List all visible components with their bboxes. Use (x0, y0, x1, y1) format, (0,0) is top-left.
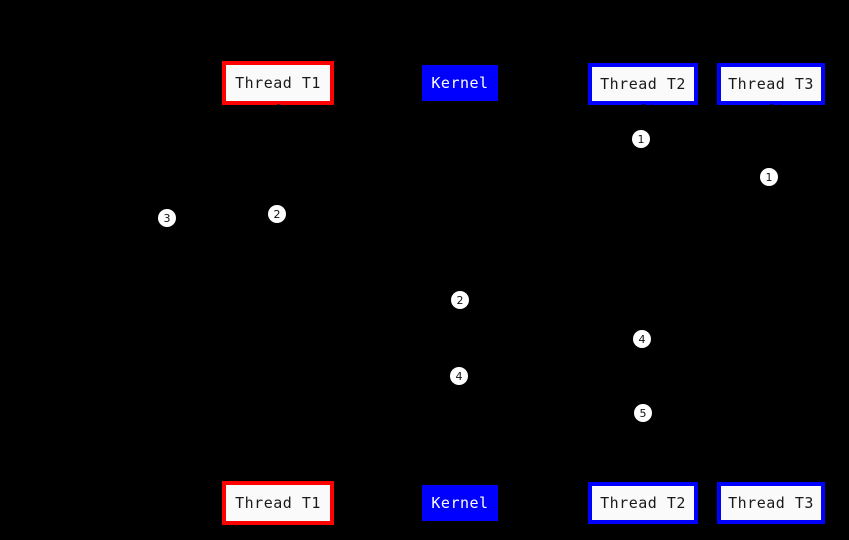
participant-foot-thread-t2[interactable]: Thread T2 (588, 482, 698, 524)
lifeline-anchor-dot-t3 (770, 104, 773, 107)
participant-foot-kernel[interactable]: Kernel (422, 485, 498, 521)
lifeline-thread-t1 (278, 105, 279, 481)
message-arrow-2 (278, 214, 460, 215)
sequence-marker-number: 1 (765, 170, 773, 184)
sequence-marker-number: 1 (637, 132, 645, 146)
sequence-marker-kernel-4: 4 (450, 367, 468, 385)
participant-label-kernel: Kernel (431, 73, 489, 92)
lifeline-thread-t3 (771, 105, 772, 482)
participant-foot-label-thread-t1: Thread T1 (235, 493, 321, 512)
message-arrow-4 (459, 376, 643, 377)
sequence-marker-number: 5 (639, 406, 647, 420)
sequence-marker-t2-4: 4 (633, 330, 651, 348)
lifeline-anchor-dot-t2 (642, 104, 645, 107)
sequence-marker-t2-1: 1 (632, 130, 650, 148)
message-arrow-5 (460, 300, 643, 301)
participant-foot-label-thread-t3: Thread T3 (728, 493, 814, 512)
participant-label-thread-t3: Thread T3 (728, 74, 814, 93)
sequence-marker-number: 4 (455, 369, 463, 383)
participant-head-thread-t3[interactable]: Thread T3 (717, 63, 825, 105)
message-arrow-1 (643, 139, 771, 140)
sequence-marker-t1-2: 2 (268, 205, 286, 223)
participant-head-thread-t2[interactable]: Thread T2 (588, 63, 698, 105)
participant-head-thread-t1[interactable]: Thread T1 (222, 61, 334, 105)
lifeline-anchor-dot-t1 (277, 104, 280, 107)
participant-label-thread-t2: Thread T2 (600, 74, 686, 93)
participant-foot-thread-t1[interactable]: Thread T1 (222, 481, 334, 525)
sequence-marker-t3-1: 1 (760, 168, 778, 186)
lifeline-thread-t2 (643, 105, 644, 482)
participant-foot-label-thread-t2: Thread T2 (600, 493, 686, 512)
participant-label-thread-t1: Thread T1 (235, 73, 321, 92)
participant-foot-thread-t3[interactable]: Thread T3 (717, 482, 825, 524)
message-arrow-3 (167, 218, 278, 219)
participant-head-kernel[interactable]: Kernel (422, 65, 498, 101)
sequence-marker-kernel-2: 2 (451, 291, 469, 309)
sequence-marker-t2-5: 5 (634, 404, 652, 422)
sequence-marker-number: 2 (273, 207, 281, 221)
sequence-marker-number: 2 (456, 293, 464, 307)
sequence-marker-t1-3: 3 (158, 209, 176, 227)
sequence-marker-number: 3 (163, 211, 171, 225)
sequence-marker-number: 4 (638, 332, 646, 346)
participant-foot-label-kernel: Kernel (431, 493, 489, 512)
